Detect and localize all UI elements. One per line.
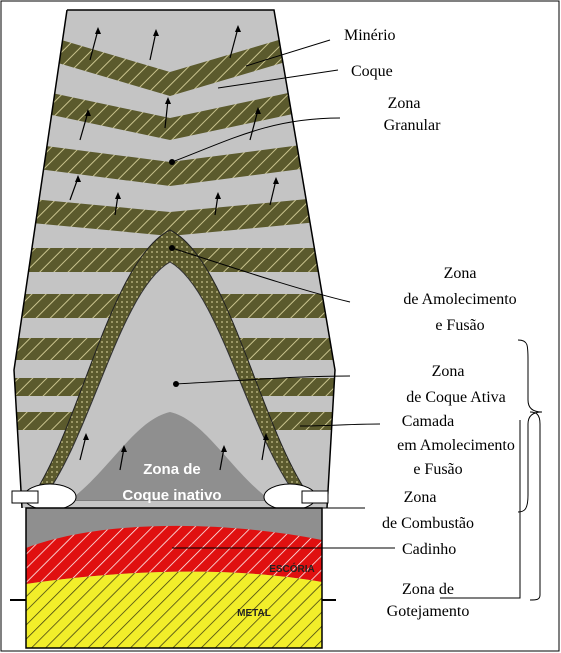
hearth xyxy=(10,508,336,648)
metal-layer xyxy=(26,572,322,648)
label-active-coke-2: de Coque Ativa xyxy=(406,389,506,406)
label-inactive-coke-2: Coque inativo xyxy=(122,487,221,504)
label-inactive-coke-1: Zona de xyxy=(143,461,201,478)
label-softening-1: Zona xyxy=(444,265,477,282)
label-ore: Minério xyxy=(344,27,396,44)
label-combustion-1: Zona xyxy=(404,489,437,506)
brace-upper xyxy=(518,340,542,512)
label-softening-2: de Amolecimento xyxy=(403,291,516,308)
label-layer-3: e Fusão xyxy=(413,461,462,478)
label-dripping-2: Gotejamento xyxy=(387,603,470,620)
label-granular-1: Zona xyxy=(388,95,421,112)
label-dripping-1: Zona de xyxy=(402,581,454,598)
label-combustion-2: de Combustão xyxy=(382,515,474,532)
label-granular-2: Granular xyxy=(384,117,442,134)
label-coke: Coque xyxy=(351,63,393,80)
label-metal: METAL xyxy=(237,608,271,619)
label-slag: ESCÓRIA xyxy=(269,562,315,575)
label-hearth: Cadinho xyxy=(402,541,456,558)
label-softening-3: e Fusão xyxy=(435,317,484,334)
label-layer-1: Camada xyxy=(402,413,454,430)
label-active-coke-1: Zona xyxy=(432,363,465,380)
brace-lower xyxy=(530,412,540,600)
label-layer-2: em Amolecimento xyxy=(397,437,515,454)
